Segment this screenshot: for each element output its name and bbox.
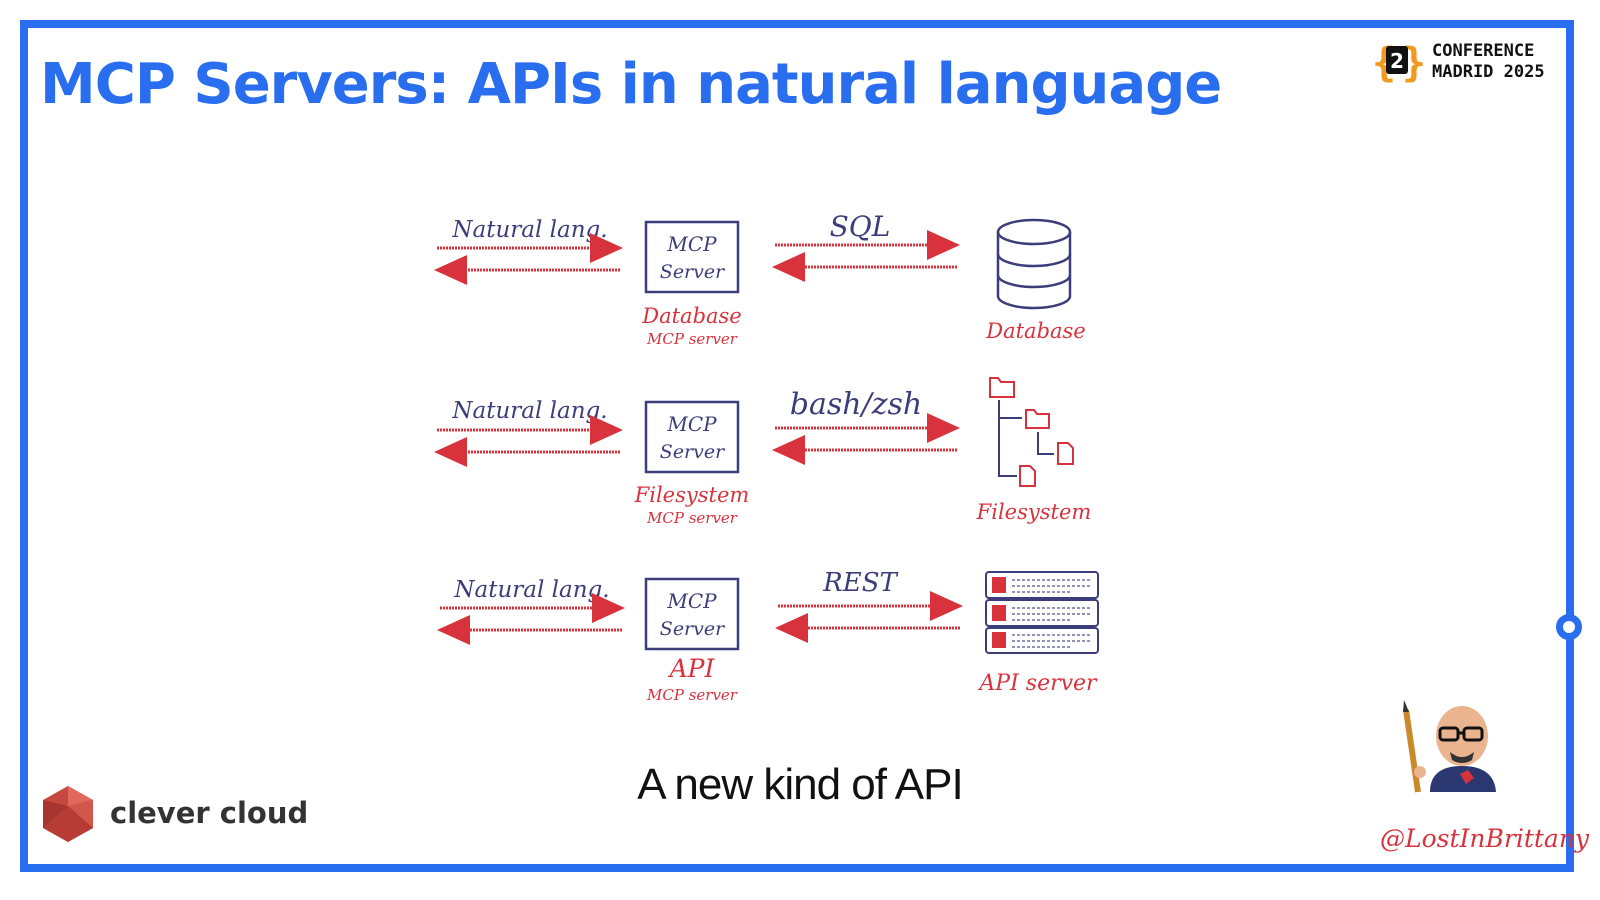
svg-text:2: 2 <box>1390 49 1404 73</box>
slide-frame <box>20 20 1574 872</box>
conference-line1: CONFERENCE <box>1432 41 1535 61</box>
frame-dot <box>1556 614 1582 640</box>
slide-title: MCP Servers: APIs in natural language <box>40 52 1222 117</box>
author-handle: @LostInBrittany <box>1380 824 1590 853</box>
slide-caption: A new kind of API <box>637 760 963 809</box>
brand-name: clever cloud <box>110 796 309 830</box>
conference-line2: MADRID 2025 <box>1432 62 1545 82</box>
avatar-illustration <box>1403 700 1496 793</box>
hexagon-logo-icon <box>43 786 93 842</box>
conference-logo: { } 2 CONFERENCE MADRID 2025 <box>1372 40 1545 84</box>
clever-cloud-logo: clever cloud <box>40 784 308 842</box>
conference-icon: { } 2 <box>1372 40 1424 84</box>
